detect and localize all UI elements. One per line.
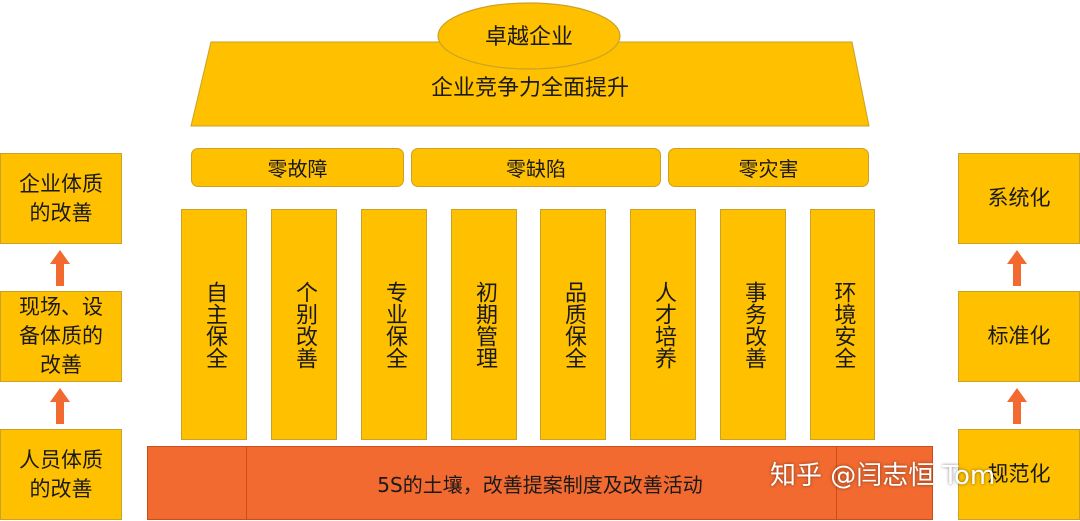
right-box-normalization: 规范化: [958, 429, 1080, 520]
pillar-environment-safety: 环境安全: [810, 209, 875, 440]
arrow-up-icon: [1007, 388, 1027, 424]
zero-failure-label: 零故障: [267, 157, 328, 181]
foundation-divider: [836, 447, 837, 519]
right-box-label: 规范化: [987, 462, 1051, 486]
arrow-up-icon: [50, 250, 70, 286]
pillar-label: 事务改善: [741, 280, 766, 369]
foundation-divider: [246, 447, 247, 519]
pillar-office-improvement: 事务改善: [720, 209, 786, 440]
left-box-label: 现场、设 备体质的 改善: [19, 295, 103, 377]
pillar-focused-improvement: 个别改善: [271, 209, 337, 440]
pillar-label: 自主保全: [202, 280, 227, 369]
pillar-talent-development: 人才培养: [630, 209, 696, 440]
arrow-up-icon: [50, 388, 70, 424]
pillar-label: 环境安全: [830, 280, 856, 369]
pillar-label: 个别改善: [292, 280, 317, 369]
arrow-up-icon: [1007, 250, 1027, 286]
left-box-enterprise: 企业体质 的改善: [0, 153, 122, 244]
right-box-label: 系统化: [987, 186, 1051, 210]
zero-disaster-label: 零灾害: [738, 157, 799, 181]
zero-defect-box: 零缺陷: [411, 148, 661, 187]
foundation-box: 5S的土壤，改善提案制度及改善活动: [147, 446, 933, 520]
zero-defect-label: 零缺陷: [506, 157, 566, 181]
pillar-label: 初期管理: [472, 280, 497, 369]
left-box-label: 企业体质 的改善: [19, 171, 103, 225]
zero-disaster-box: 零灾害: [668, 148, 869, 187]
roof-ellipse: [437, 2, 621, 70]
roof-top-label: 卓越企业: [485, 25, 573, 50]
pillar-planned-maintenance: 专业保全: [361, 209, 427, 440]
left-box-personnel: 人员体质 的改善: [0, 429, 122, 520]
roof: 卓越企业 企业竞争力全面提升: [190, 2, 870, 127]
right-box-label: 标准化: [987, 324, 1051, 348]
zero-failure-box: 零故障: [191, 148, 404, 187]
right-box-standardization: 标准化: [958, 291, 1080, 382]
foundation-label: 5S的土壤，改善提案制度及改善活动: [377, 472, 703, 497]
pillar-autonomous-maintenance: 自主保全: [181, 209, 247, 440]
left-box-label: 人员体质 的改善: [19, 447, 103, 501]
left-box-site-equipment: 现场、设 备体质的 改善: [0, 291, 122, 382]
right-box-systematization: 系统化: [958, 153, 1080, 244]
watermark: 知乎 @闫志恒 Tom: [770, 461, 996, 491]
pillar-label: 人才培养: [651, 280, 676, 369]
roof-trapezoid: [190, 41, 870, 127]
pillar-quality-maintenance: 品质保全: [540, 209, 606, 440]
roof-main-label: 企业竞争力全面提升: [431, 76, 629, 101]
pillar-label: 品质保全: [561, 280, 586, 369]
pillar-initial-management: 初期管理: [451, 209, 517, 440]
pillar-label: 专业保全: [382, 280, 407, 369]
